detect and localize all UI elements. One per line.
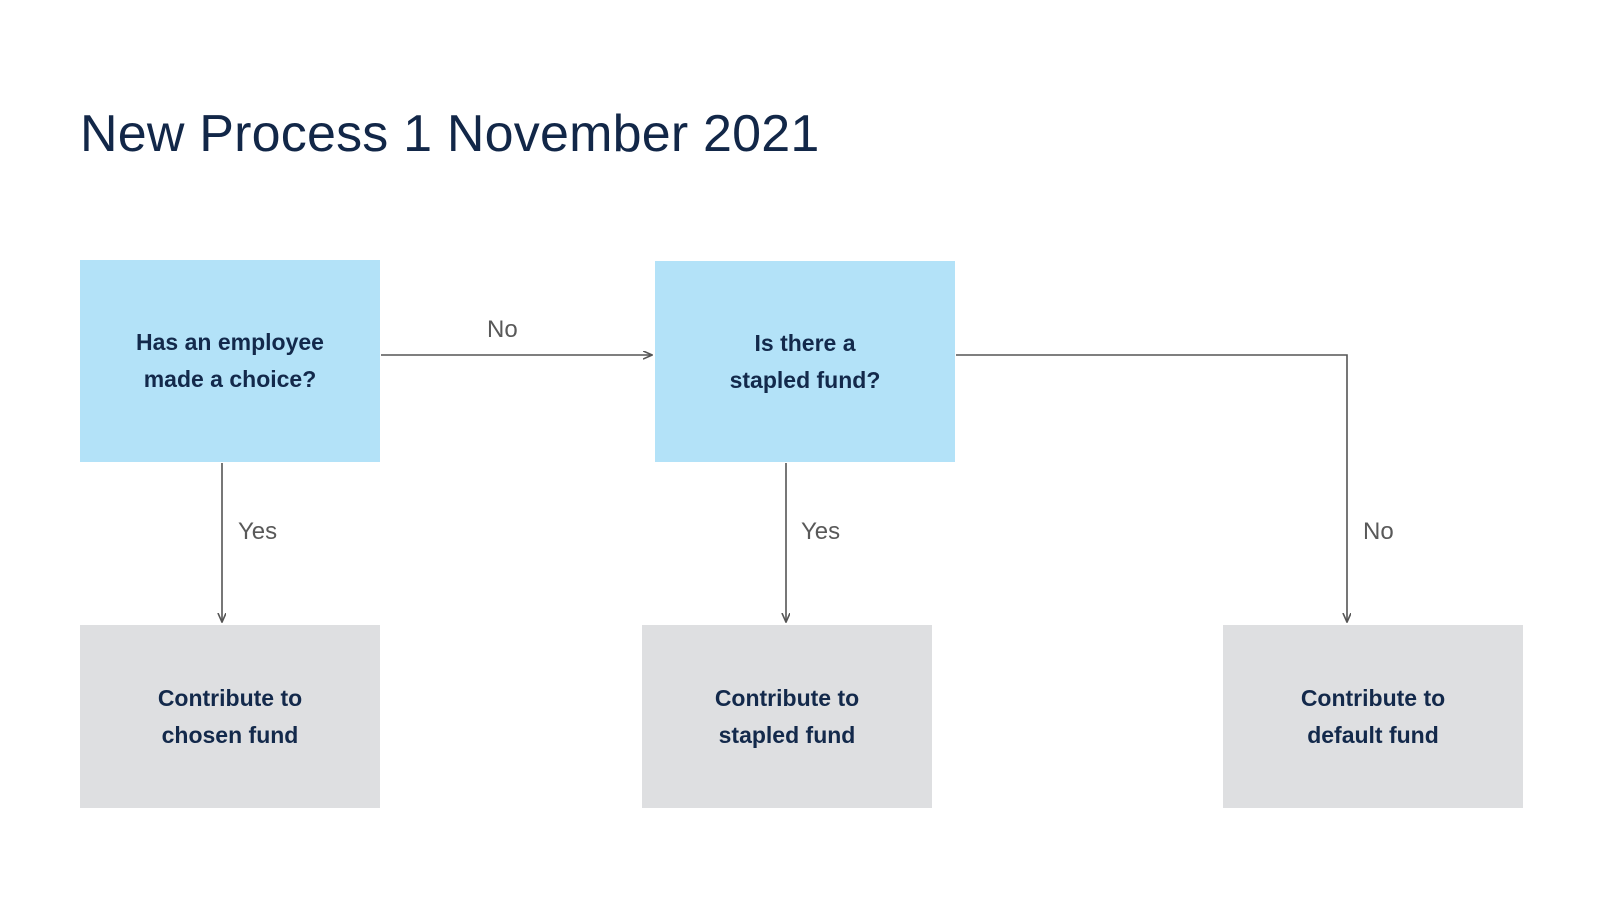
page-title: New Process 1 November 2021 <box>80 104 820 163</box>
edge-label-stapled-to-stapledfund: Yes <box>801 518 841 545</box>
outcome-node-default-fund[interactable]: Contribute to default fund <box>1223 625 1523 808</box>
edge-label-choice-to-stapled: No <box>487 316 518 343</box>
node-label: Has an employee made a choice? <box>136 329 324 392</box>
edge-label-stapled-to-default: No <box>1363 518 1394 545</box>
edge-stapled-to-default <box>956 354 1347 622</box>
node-label: Contribute to default fund <box>1300 684 1446 748</box>
edge-label-choice-to-chosen: Yes <box>238 518 278 545</box>
node-label: Contribute to chosen fund <box>157 684 303 748</box>
decision-node-employee-choice[interactable]: Has an employee made a choice? <box>80 260 380 462</box>
outcome-node-stapled-fund[interactable]: Contribute to stapled fund <box>642 625 932 808</box>
outcome-node-chosen-fund[interactable]: Contribute to chosen fund <box>80 625 380 808</box>
decision-node-stapled-fund[interactable]: Is there a stapled fund? <box>655 261 955 462</box>
node-label: Contribute to stapled fund <box>714 684 860 748</box>
node-label: Is there a stapled fund? <box>729 329 881 393</box>
